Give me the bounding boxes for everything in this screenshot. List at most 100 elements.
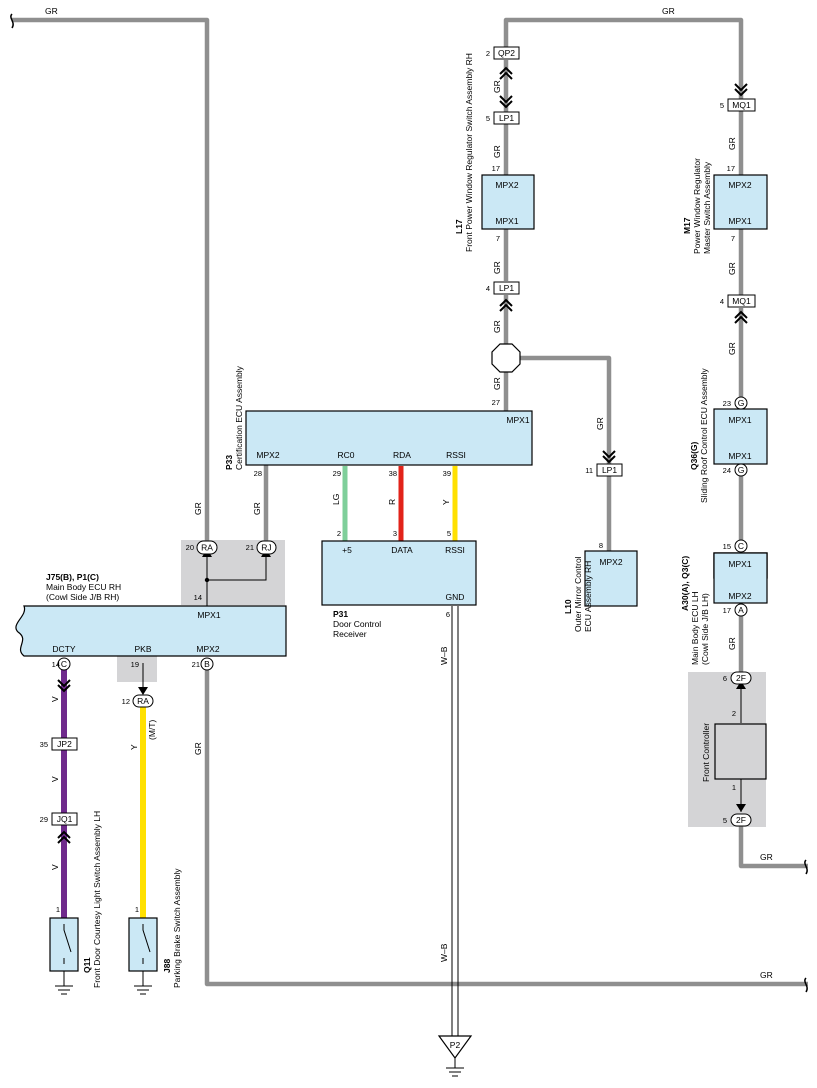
ecu-a30 [713,552,768,604]
pin-a30-15: 15 [723,542,731,551]
chevron-jq1 [57,830,71,844]
pin-q36-23: 23 [723,399,731,408]
p31-pin-rssi: RSSI [445,545,465,555]
connector-mq1-b-label: MQ1 [732,296,751,306]
pin-lp1-11: 11 [585,466,593,475]
q36-name: Sliding Roof Control ECU Assembly [699,368,709,503]
connector-ra-b-label: RA [137,696,149,706]
connector-b: B [200,657,214,671]
ecu-p33 [245,410,533,466]
connector-b-label: B [204,659,210,669]
wire-label-rj: GR [252,502,262,515]
connector-ra-a: RA [196,540,218,555]
chevron-mq1-a [734,83,748,97]
wire-label-y: Y [441,499,451,505]
wire-label-top-left: GR [45,6,58,16]
pin-m17-17: 17 [727,164,735,173]
ecu-l17 [481,174,535,230]
m17-pin-mpx2: MPX2 [728,180,751,190]
connector-2f-b: 2F [730,813,752,827]
connector-lp1-b-label: LP1 [499,283,514,293]
wire-label-v2: V [50,776,60,782]
pin-l10-8: 8 [599,541,603,550]
ground-j88-icon [134,971,152,995]
pin-rj-21: 21 [246,543,254,552]
wire-label-r: R [387,499,397,505]
p31-pin-data: DATA [391,545,413,555]
connector-jp2: JP2 [51,737,78,751]
p33-name: Certification ECU Assembly [234,365,244,470]
pin-ra-20: 20 [186,543,194,552]
m17-name-2: Master Switch Assembly [702,161,712,254]
pin-p31-5: 5 [447,529,451,538]
pin-2f-6: 6 [723,674,727,683]
p31-pin-5v: +5 [342,545,352,555]
pin-jp2-35: 35 [40,740,48,749]
ground-p2-triangle [437,1035,473,1060]
wire-label-splice-l10: GR [595,417,605,430]
connector-rj: RJ [256,540,277,555]
wire-break-top-left [10,13,14,29]
j88-code: J88 [162,959,172,973]
wire-label-m17-bottom: GR [727,262,737,275]
pin-j75-19: 19 [131,660,139,669]
p31-name-2: Receiver [333,629,367,639]
connector-c-a-label: C [61,659,67,669]
wire-label-lp1-splice: GR [492,320,502,333]
m17-name: Power Window Regulator [692,158,702,254]
connector-a: A [734,603,748,617]
arrow-down-pkb [138,687,148,695]
j75-pin-dcty: DCTY [52,644,75,654]
l10-code: L10 [563,599,573,614]
ecu-j75 [15,605,287,657]
front-controller-name: Front Controller [701,723,711,782]
wire-label-lg: LG [331,494,341,505]
j75-pin-mpx2: MPX2 [196,644,219,654]
ecu-m17 [713,174,768,230]
wire-label-wb1: W–B [439,646,449,665]
switch-q11-contact [63,924,72,964]
connector-a-label: A [738,605,744,615]
pin-lp1-5: 5 [486,114,490,123]
pin-ra-12: 12 [122,697,130,706]
pin-j75-21: 21 [192,660,200,669]
connector-lp1-a: LP1 [493,111,520,125]
connector-2f-b-label: 2F [736,815,746,825]
wire-gr-b-bottom [204,665,808,987]
pin-l17-7: 7 [496,234,500,243]
connector-jq1: JQ1 [51,812,78,826]
chevron-lp1-b [499,298,513,312]
pin-a30-17: 17 [723,606,731,615]
chevron-mq1-b [734,310,748,324]
p31-pin-gnd: GND [446,592,465,602]
pin-j75-14b: 14 [52,660,60,669]
connector-lp1-c: LP1 [596,463,623,477]
chevron-lp1-c [602,450,616,464]
chevron-c [57,679,71,693]
wire-label-wb2: W–B [439,943,449,962]
wire-gr-2f-bottom [738,826,808,869]
connector-mq1-a-label: MQ1 [732,100,751,110]
ecu-q36 [713,408,768,465]
wire-label-b-gr: GR [193,742,203,755]
wire-gr-top-right [503,17,744,100]
pin-p33-27: 27 [492,398,500,407]
pin-fc-2: 2 [732,709,736,718]
pin-m17-7: 7 [731,234,735,243]
p31-code: P31 [333,609,348,619]
ecu-l10 [584,550,638,607]
pin-l17-17: 17 [492,164,500,173]
a30-name: Main Body ECU LH [690,591,700,665]
ground-p2-icon [446,1058,464,1077]
connector-ra-b: RA [132,694,154,708]
wire-gr-splice-l10 [520,355,612,465]
wire-label-mt: (M/T) [147,720,157,740]
l17-name: Front Power Window Regulator Switch Asse… [464,53,474,252]
pin-p31-2: 2 [337,529,341,538]
chevron-lp1-top [499,95,513,109]
pin-j88-1: 1 [135,905,139,914]
j75-name: Main Body ECU RH [46,582,121,592]
wire-label-l17-lp1: GR [492,261,502,274]
pin-p31-3: 3 [393,529,397,538]
